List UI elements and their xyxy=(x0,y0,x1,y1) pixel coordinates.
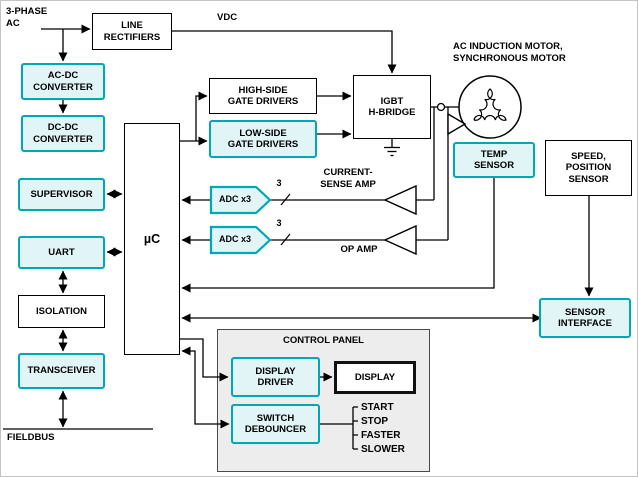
motor-windings xyxy=(473,88,507,121)
block-low-side-gate-drivers: LOW-SIDE GATE DRIVERS xyxy=(209,120,317,158)
switch-label-stop: STOP xyxy=(361,416,389,427)
bus-width-label-2: 3 xyxy=(276,218,282,228)
block-uart: UART xyxy=(18,236,105,269)
switch-label-start: START xyxy=(361,402,394,413)
block-adc2-shape xyxy=(209,225,272,255)
current-sense-amp-icon xyxy=(383,184,417,216)
block-line-rectifiers: LINE RECTIFIERS xyxy=(92,13,172,50)
bus-width-slashes xyxy=(280,193,291,246)
ground-icon xyxy=(384,139,400,157)
block-supervisor: SUPERVISOR xyxy=(18,178,105,211)
block-temp-sensor: TEMP SENSOR xyxy=(453,142,535,178)
motor-delta-icon xyxy=(447,112,467,136)
current-sense-amp-label: CURRENT- SENSE AMP xyxy=(320,167,376,190)
motor-label: AC INDUCTION MOTOR, SYNCHRONOUS MOTOR xyxy=(453,41,566,64)
block-sensor-interface: SENSOR INTERFACE xyxy=(539,298,631,338)
block-adc2-label: ADC x3 xyxy=(218,234,251,244)
control-panel-region xyxy=(217,329,430,472)
switch-label-slower: SLOWER xyxy=(361,444,405,455)
vdc-label: VDC xyxy=(217,12,238,23)
control-panel-title: CONTROL PANEL xyxy=(283,335,364,346)
block-dc-dc-converter: DC-DC CONVERTER xyxy=(21,115,105,152)
block-display-driver: DISPLAY DRIVER xyxy=(231,357,320,397)
block-display: DISPLAY xyxy=(334,361,416,394)
op-amp-icon xyxy=(383,224,417,256)
bus-width-label-1: 3 xyxy=(276,178,282,188)
block-high-side-gate-drivers: HIGH-SIDE GATE DRIVERS xyxy=(209,78,317,114)
block-adc1-label: ADC x3 xyxy=(218,194,251,204)
switch-bracket xyxy=(320,406,358,450)
fieldbus-label: FIELDBUS xyxy=(7,432,55,443)
block-adc1-shape xyxy=(209,185,272,215)
switch-label-faster: FASTER xyxy=(361,430,401,441)
block-isolation: ISOLATION xyxy=(18,295,105,328)
block-ac-dc-converter: AC-DC CONVERTER xyxy=(21,63,105,100)
op-amp-label: OP AMP xyxy=(340,244,378,255)
three-phase-ac-label: 3-PHASE AC xyxy=(6,6,48,29)
motor-terminal-node xyxy=(436,102,446,112)
motor-icon xyxy=(447,75,522,139)
wires xyxy=(3,24,594,450)
block-microcontroller: µC xyxy=(124,123,180,355)
block-speed-position-sensor: SPEED, POSITION SENSOR xyxy=(545,140,632,196)
block-transceiver: TRANSCEIVER xyxy=(18,353,105,389)
block-igbt-h-bridge: IGBT H-BRIDGE xyxy=(353,75,431,139)
block-switch-debouncer: SWITCH DEBOUNCER xyxy=(231,404,320,444)
